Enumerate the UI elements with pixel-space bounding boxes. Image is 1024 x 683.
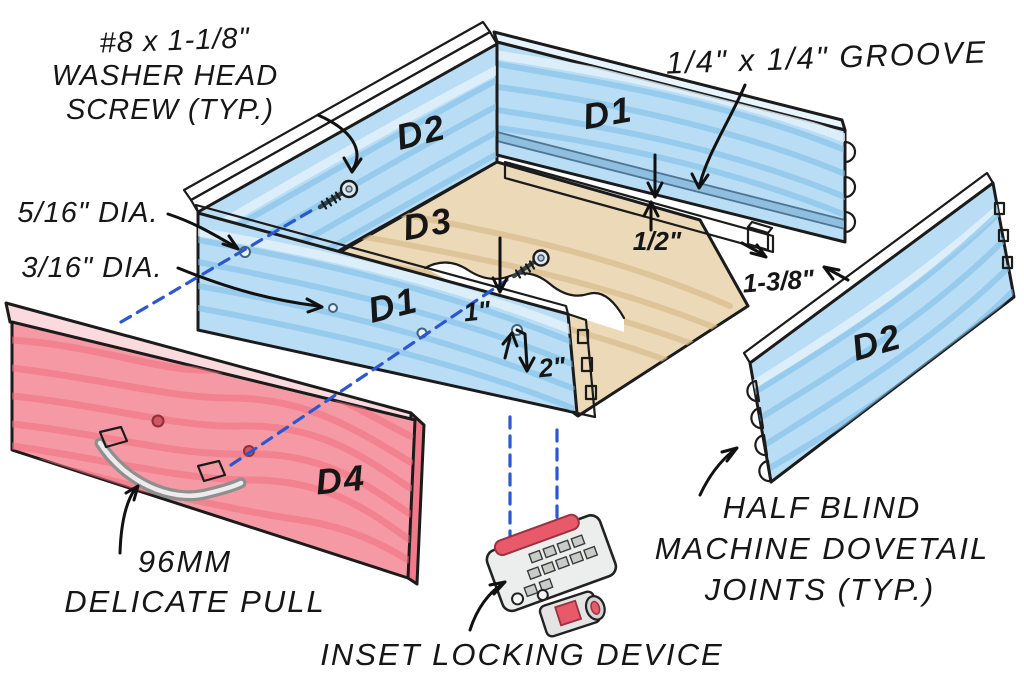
dovetail-pin	[843, 210, 857, 234]
panel-front-d1	[194, 203, 598, 419]
panel-side-right-d2	[742, 171, 1016, 484]
arrow-screw-note	[316, 113, 359, 171]
label-part-d3: D3	[400, 199, 456, 248]
screw-note-line1: #8 x 1-1/8"	[99, 22, 251, 59]
arrow-dovetail-note	[698, 449, 735, 497]
device-hole	[511, 592, 525, 606]
pull-note-line1: 96MM	[138, 544, 232, 579]
ledge-face	[503, 160, 775, 254]
drawer-box	[182, 20, 857, 419]
groove-note: 1/4" x 1/4" GROOVE	[665, 34, 988, 80]
dovetail-pin	[746, 379, 761, 403]
break-edge-white	[425, 262, 624, 332]
lock-note: INSET LOCKING DEVICE	[320, 637, 723, 672]
dovetail-pin	[843, 140, 857, 164]
label-part-d1-back: D1	[580, 88, 636, 137]
screw-note-line2: WASHER HEAD	[52, 60, 278, 92]
dia-small-note: 3/16" DIA.	[21, 252, 162, 284]
pilot-hole-3-16	[328, 303, 338, 313]
arrow-groove-note	[698, 83, 747, 186]
groove-ledge	[503, 160, 775, 254]
washer-head-screw-icon	[511, 249, 550, 279]
screw-note-line3: SCREW (TYP.)	[66, 94, 274, 126]
dim-hole-top: 1"	[462, 295, 492, 328]
arrow-lock-note	[468, 583, 503, 632]
dovetail-note-line3: JOINTS (TYP.)	[704, 572, 935, 607]
dashed-guide-line	[229, 278, 509, 467]
device-latch-unit	[538, 590, 606, 638]
dim-arrow-inset-left	[740, 241, 764, 256]
drawer-front-panel-d4	[4, 301, 426, 586]
pull-note-line2: DELICATE PULL	[64, 584, 325, 619]
panel-right-grain	[750, 201, 1014, 475]
dovetail-pin	[754, 433, 769, 457]
label-part-d4: D4	[314, 457, 368, 503]
arrow-dia-large	[166, 212, 236, 248]
ledge-block	[746, 225, 770, 252]
dovetail-socket	[584, 384, 598, 401]
dovetail-pin	[750, 406, 765, 430]
dim-ledge-inset: 1-3/8"	[742, 264, 816, 299]
dovetail-note-line1: HALF BLIND	[723, 490, 922, 525]
dim-arrow-one	[503, 336, 512, 360]
dim-arrow-two	[515, 328, 529, 368]
device-buttons	[523, 534, 599, 598]
dim-hole-bottom: 2"	[536, 351, 567, 384]
dovetail-note-line2: MACHINE DOVETAIL	[655, 531, 990, 566]
dia-large-note: 5/16" DIA.	[17, 197, 158, 229]
dim-groove-offset: 1/2"	[633, 226, 682, 256]
dim-arrow-inset-right	[826, 267, 850, 282]
locking-device	[485, 513, 618, 638]
panel-front-face	[196, 211, 579, 415]
panel-back-grain	[497, 50, 845, 218]
dovetail-notch	[1001, 255, 1014, 270]
dovetail-socket	[576, 328, 590, 345]
pull-handle-foot	[98, 425, 129, 449]
leader-arrows	[118, 83, 850, 632]
pull-handle-foot	[196, 459, 227, 483]
device-hole	[536, 589, 549, 602]
arrow-dia-small	[176, 266, 320, 308]
device-red-stripe	[493, 513, 580, 557]
dovetail-pin	[843, 175, 857, 199]
arrow-pull-note	[118, 487, 137, 555]
dovetail-notch	[993, 201, 1006, 216]
dovetail-notch	[997, 228, 1010, 243]
dovetail-pin	[758, 459, 773, 483]
washer-head-screw-icon	[317, 179, 359, 210]
pull-center-hole	[151, 414, 165, 428]
dovetail-socket	[580, 356, 594, 373]
panel-back-d1	[492, 30, 857, 244]
break-edge-line	[423, 261, 626, 320]
pull-handle	[94, 425, 247, 502]
dashed-guide-line	[119, 207, 316, 324]
